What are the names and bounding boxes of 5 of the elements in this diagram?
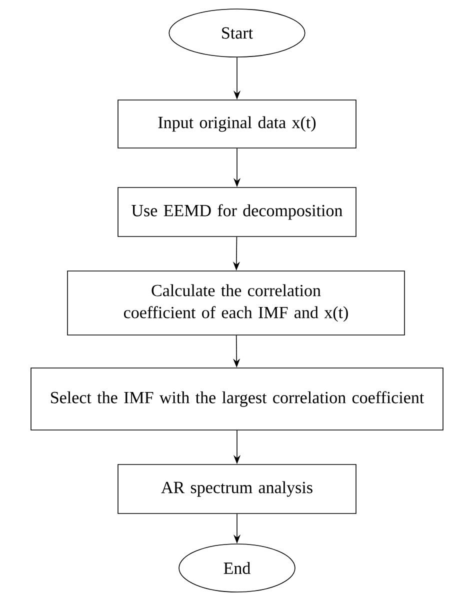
process-box: Use EEMD for decomposition [118, 187, 356, 237]
process-box: Calculate the correlation coefficient of each IMF and x(t) [67, 270, 405, 336]
process-box: AR spectrum analysis [118, 464, 356, 514]
process-box: Input original data x(t) [118, 100, 356, 148]
process-box: Select the IMF with the largest correlation coefficient [30, 368, 444, 430]
